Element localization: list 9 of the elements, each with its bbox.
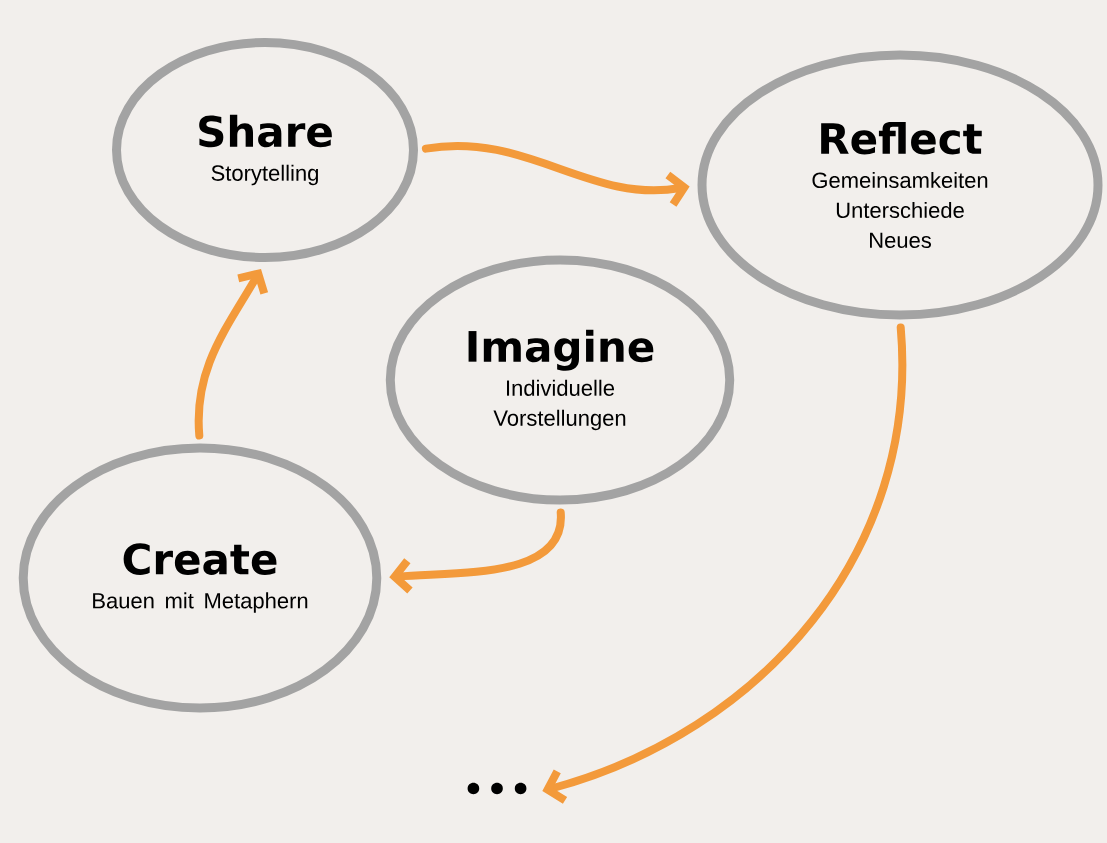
circle-node: Share Storytelling (112, 38, 418, 262)
circle-node: Create Bauen mit Metaphern (18, 443, 382, 713)
arrow (194, 268, 269, 440)
arrow (542, 323, 906, 804)
arrow (421, 142, 690, 207)
circle-node: Reflect Gemeinsamkeiten Unterschiede Neues (697, 50, 1103, 320)
circle-node: Imagine Individuelle Vorstellungen (385, 255, 735, 505)
arrow (389, 508, 565, 594)
ellipsis-dots: ••• (467, 782, 527, 795)
